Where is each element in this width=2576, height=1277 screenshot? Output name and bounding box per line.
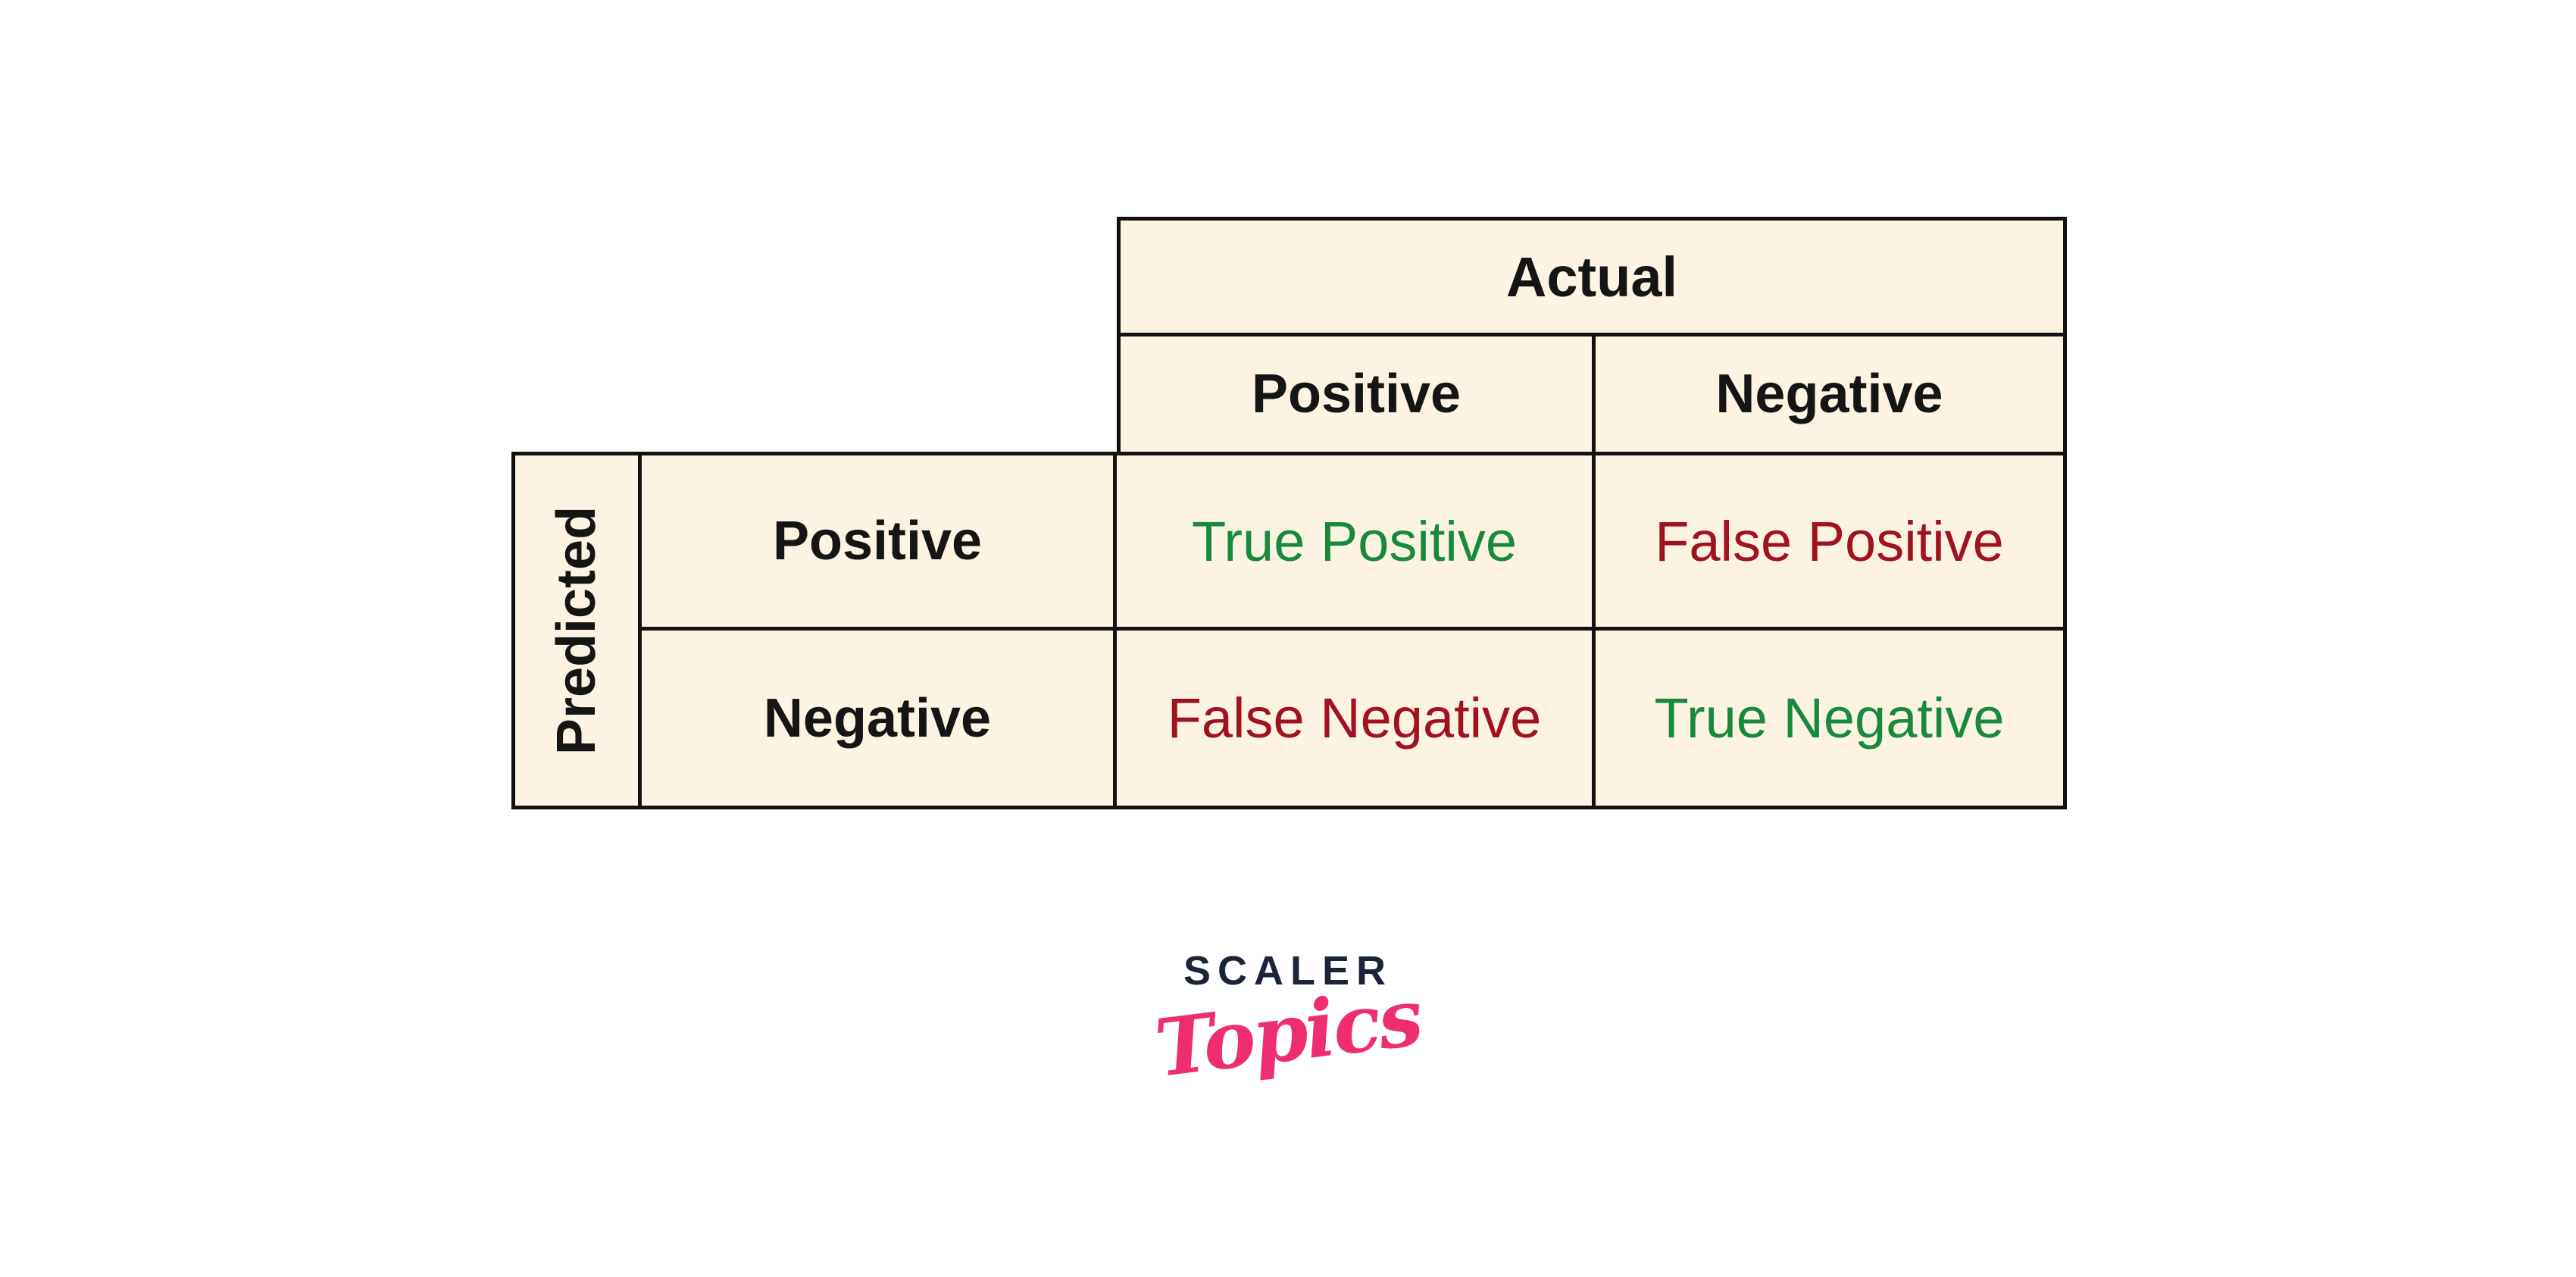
cell-true-negative: True Negative	[1592, 631, 2063, 806]
actual-axis-label: Actual	[1121, 221, 2063, 336]
row-header-positive: Positive	[642, 455, 1117, 631]
predicted-axis-cell: Predicted	[515, 455, 642, 806]
actual-axis-block: Actual Positive Negative	[1117, 217, 2067, 452]
logo-brand-text: SCALER	[1183, 948, 1393, 994]
cell-false-positive: False Positive	[1592, 455, 2063, 631]
cell-false-negative: False Negative	[1167, 687, 1542, 750]
cell-true-positive: True Positive	[1117, 455, 1592, 631]
scaler-topics-logo: SCALER Topics	[1136, 947, 1440, 1095]
row-header-negative: Negative	[642, 631, 1117, 806]
column-header-positive: Positive	[1251, 364, 1462, 424]
predicted-rows-block: Predicted Positive True Positive False P…	[511, 452, 2067, 809]
predicted-axis-label: Predicted	[546, 505, 607, 756]
column-header-negative: Negative	[1592, 336, 2063, 452]
